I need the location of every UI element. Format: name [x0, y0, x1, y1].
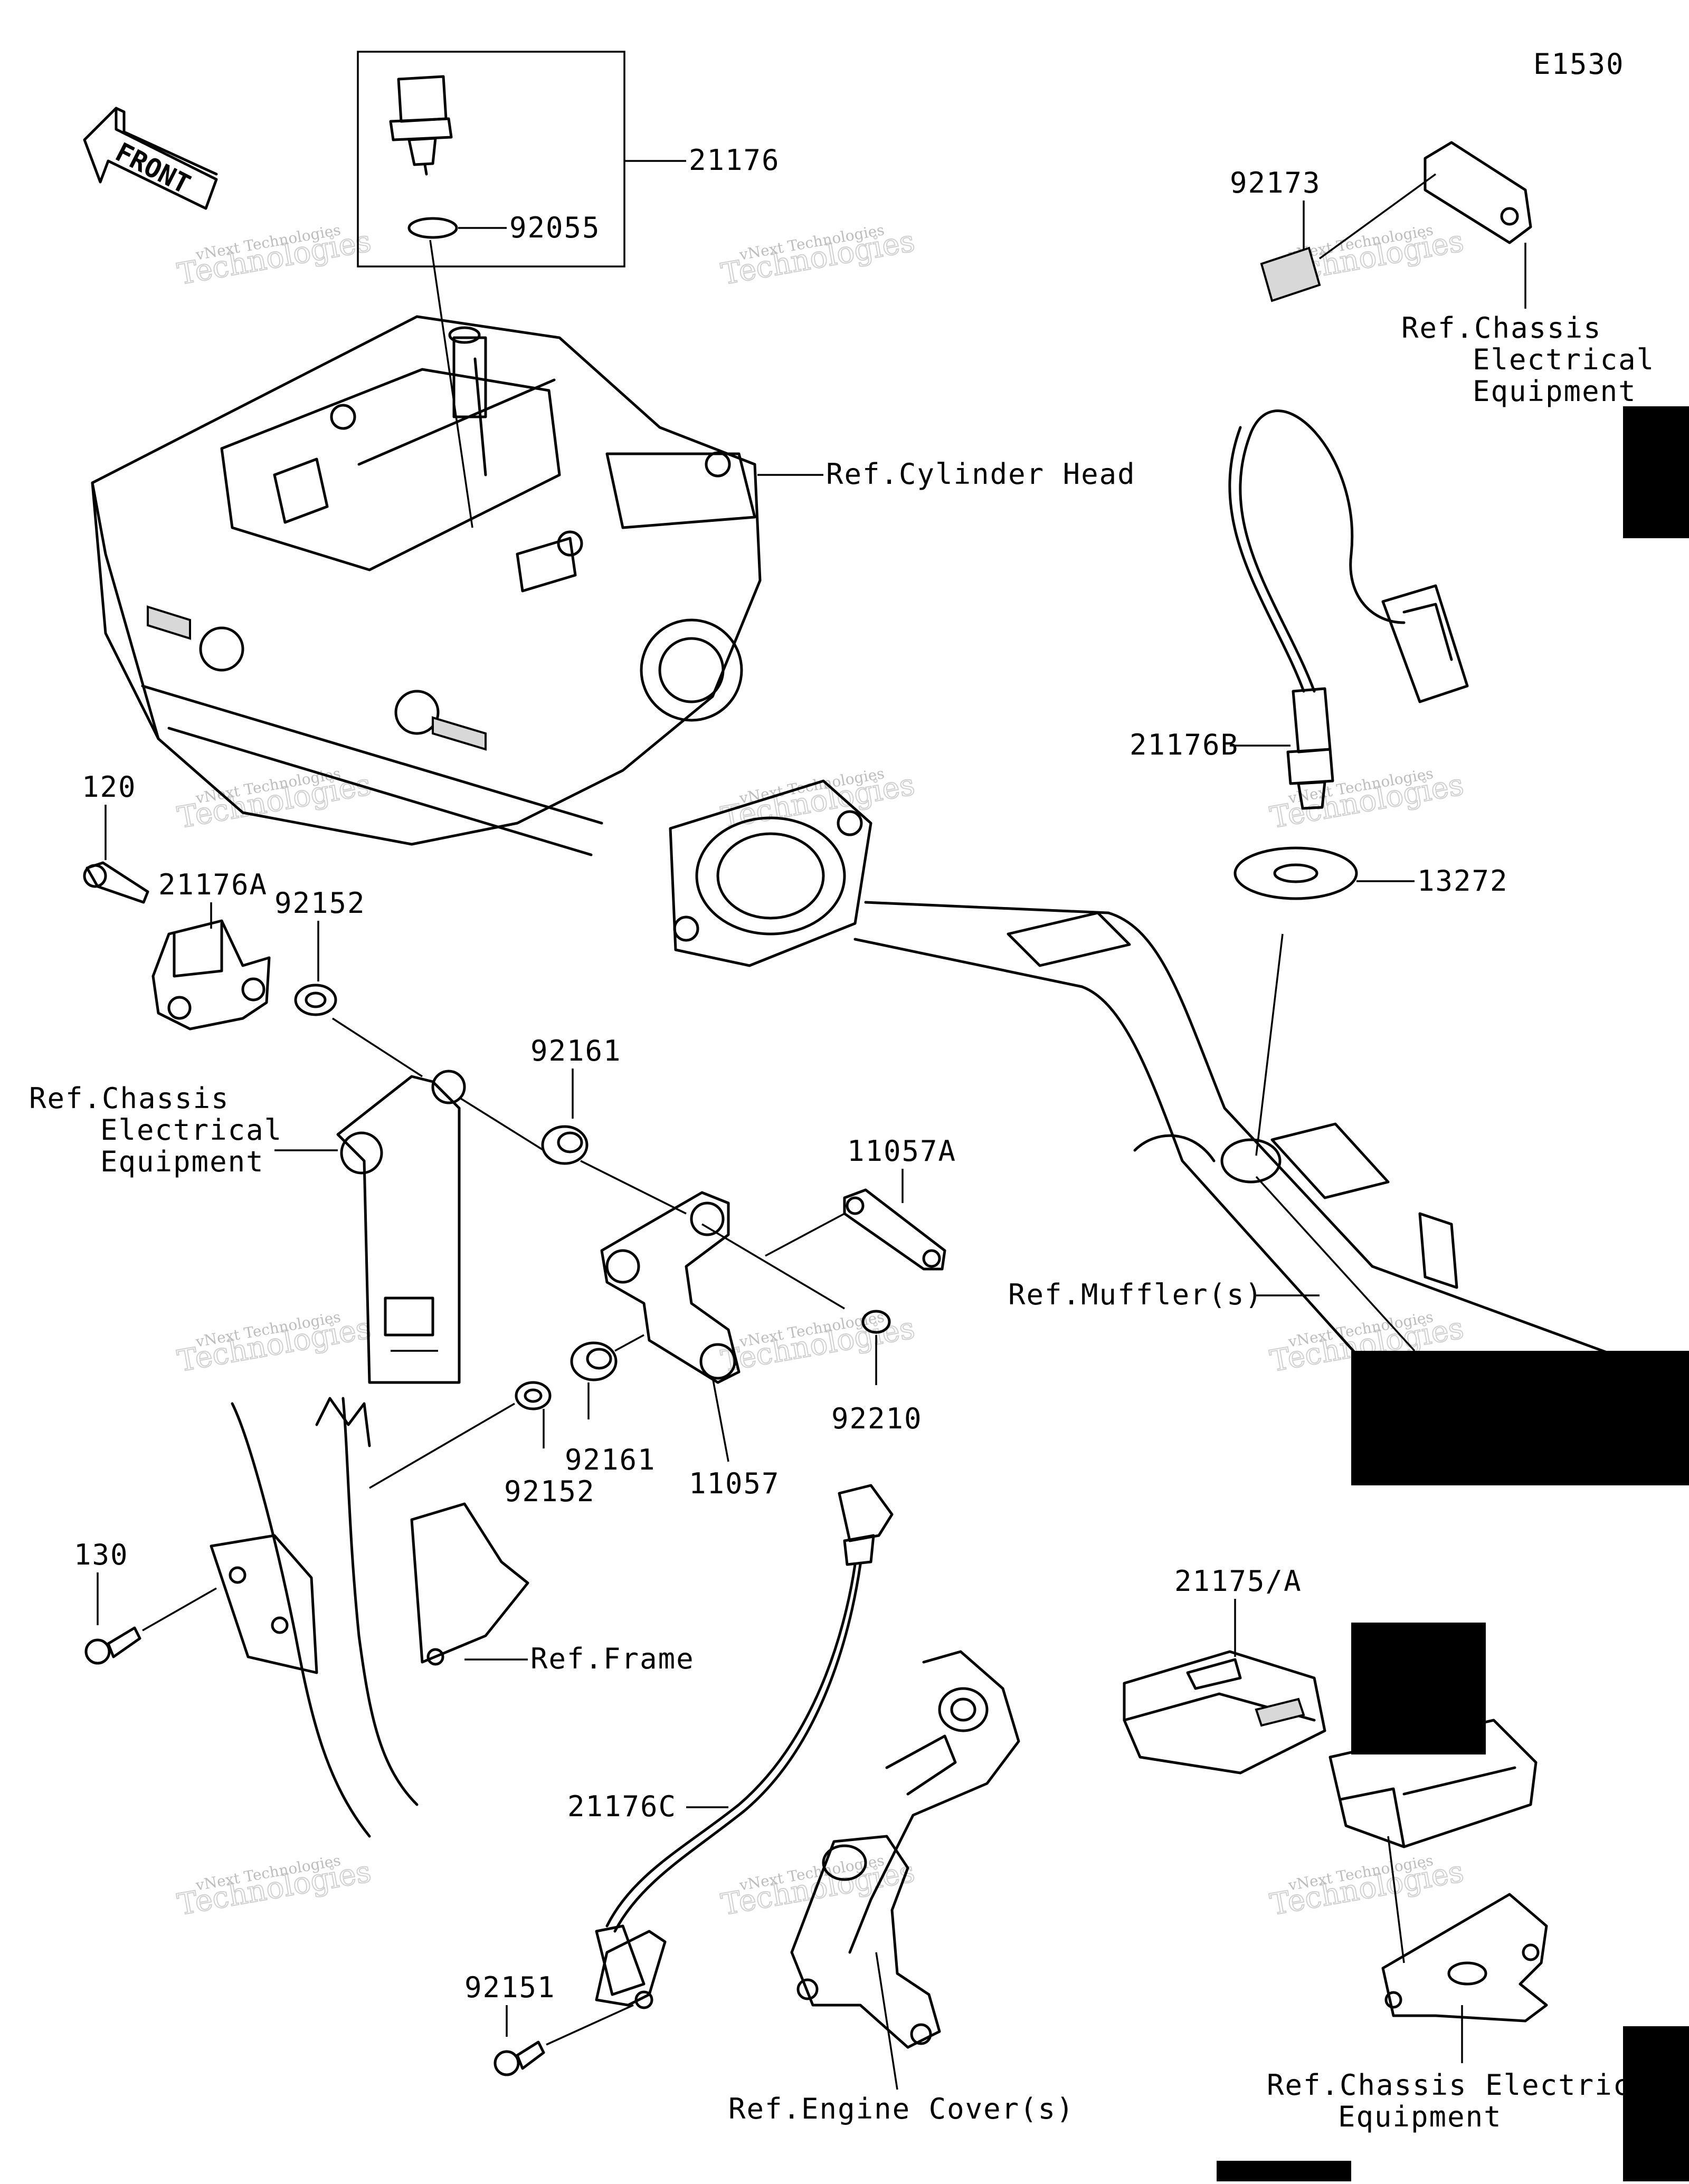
watermark: Technologies vNext Technologies: [175, 221, 374, 292]
label-ref-chassis-top-right-3: Equipment: [1473, 375, 1637, 408]
label-92173: 92173: [1230, 166, 1321, 199]
engine-cover-bracket: Ref.Engine Cover(s): [728, 1650, 1075, 2125]
label-92161-top: 92161: [530, 1034, 622, 1067]
watermark: Technologies vNext Technologies: [718, 221, 918, 292]
o-ring-92055: 92055: [407, 211, 601, 528]
label-ref-cylinder-head: Ref.Cylinder Head: [826, 457, 1136, 491]
label-11057A: 11057A: [847, 1134, 956, 1168]
label-92152-bottom: 92152: [504, 1475, 595, 1508]
temperature-sensor-21176: 21176: [357, 51, 780, 268]
label-130: 130: [74, 1538, 129, 1571]
ecu-case: [1329, 1719, 1538, 1848]
collar-92152-top: 92152: [274, 886, 423, 1077]
watermark: Technologies vNext Technologies: [175, 1852, 374, 1923]
label-ref-chassis-left-2: Electrical: [100, 1113, 282, 1147]
cam-sensor-21176C: 21176C: [567, 1484, 894, 2009]
nut-92210: 92210: [831, 1310, 923, 1435]
watermark: Technologies vNext Technologies: [718, 765, 918, 836]
label-13272: 13272: [1417, 864, 1508, 898]
oxygen-sensor-21176B: 21176B: [1130, 409, 1469, 810]
label-11057: 11057: [689, 1467, 780, 1500]
ecu-21175A: 21175/A: [1123, 1565, 1326, 1775]
collar-92152-bottom: 92152: [369, 1381, 595, 1508]
exhaust-pipe: Ref.Muffler(s): [669, 779, 1689, 1479]
label-21176C: 21176C: [567, 1790, 677, 1823]
label-ref-chassis-top-right-2: Electrical: [1473, 343, 1655, 376]
label-ref-engine-cover: Ref.Engine Cover(s): [728, 2092, 1075, 2125]
label-ref-mufflers: Ref.Muffler(s): [1008, 1278, 1263, 1311]
label-ref-frame: Ref.Frame: [530, 1642, 695, 1675]
bolt-130: 130: [74, 1538, 217, 1665]
bolt-120: 120: [82, 770, 149, 904]
watermark: Technologies vNext Technologies: [1267, 1852, 1467, 1923]
crank-sensor-21176A: 21176A: [151, 868, 271, 1031]
label-92161-bottom: 92161: [565, 1443, 656, 1476]
bracket-11057: 11057: [600, 1191, 845, 1500]
label-21176B: 21176B: [1130, 728, 1239, 761]
label-92151: 92151: [464, 1971, 556, 2004]
watermark: Technologies vNext Technologies: [175, 1308, 374, 1379]
redaction-block: [1351, 1623, 1486, 1754]
label-92210: 92210: [831, 1402, 923, 1435]
redaction-block: [1217, 2161, 1351, 2181]
label-ref-chassis-bottom-right-1: Ref.Chassis Electric: [1267, 2068, 1631, 2102]
front-arrow-icon: FRONT: [83, 107, 218, 210]
watermarks: Technologies vNext Technologies Technolo…: [175, 221, 1467, 1923]
diagram-code: E1530: [1533, 47, 1625, 81]
label-21176A: 21176A: [158, 868, 268, 901]
label-ref-chassis-bottom-right-2: Equipment: [1338, 2100, 1502, 2133]
gasket-13272: 13272: [1233, 846, 1508, 1156]
label-ref-chassis-left-1: Ref.Chassis: [29, 1082, 230, 1115]
label-21176: 21176: [689, 144, 780, 177]
section-tab: [1623, 2026, 1689, 2181]
bracket-top-right: Ref.Chassis Electrical Equipment: [1401, 141, 1655, 408]
connector-92173: 92173: [1230, 166, 1437, 302]
bracket-bottom-right: Ref.Chassis Electric Equipment: [1267, 1836, 1631, 2133]
bolt-92151: 92151: [464, 1971, 634, 2076]
watermark: Technologies vNext Technologies: [1267, 765, 1467, 836]
bracket-left: Ref.Chassis Electrical Equipment: [29, 1070, 544, 1384]
cylinder-head: Ref.Cylinder Head: [91, 315, 1136, 856]
label-120: 120: [82, 770, 137, 804]
grommet-92161-top: 92161: [530, 1034, 687, 1215]
grommet-92161-bottom: 92161: [565, 1334, 656, 1476]
plate-11057A: 11057A: [765, 1134, 956, 1271]
watermark: Technologies vNext Technologies: [175, 765, 374, 836]
label-ref-chassis-left-3: Equipment: [100, 1145, 264, 1178]
redaction-block: [1351, 1351, 1689, 1485]
label-ref-chassis-top-right-1: Ref.Chassis: [1401, 311, 1602, 345]
label-21175A: 21175/A: [1174, 1565, 1302, 1598]
frame: Ref.Frame: [210, 1397, 695, 1838]
label-92152-top: 92152: [274, 886, 366, 920]
section-tab: [1623, 406, 1689, 538]
label-92055: 92055: [509, 211, 601, 244]
